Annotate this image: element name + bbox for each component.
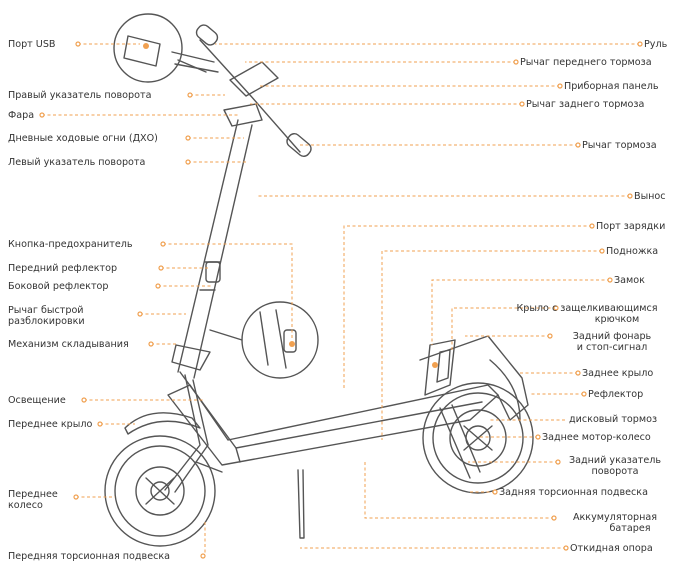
- label-brake-lever: Рычаг тормоза: [582, 140, 657, 151]
- label-disc-brake: дисковый тормоз: [569, 414, 657, 425]
- label-rear-brake-lever: Рычаг заднего тормоза: [526, 99, 644, 110]
- label-front-fender: Переднее крыло: [8, 419, 92, 430]
- label-reflector: Рефлектор: [588, 389, 643, 400]
- label-dashboard: Приборная панель: [564, 81, 659, 92]
- label-left-turn-signal: Левый указатель поворота: [8, 157, 145, 168]
- label-battery-line2: батарея: [556, 523, 674, 534]
- label-folding-mechanism: Механизм складывания: [8, 339, 129, 350]
- label-handlebar: Руль: [644, 39, 667, 50]
- label-fender-hook-line1: Крыло с защелкивающимся: [500, 303, 674, 314]
- label-headlight: Фара: [8, 110, 34, 121]
- label-rear-turn-signal-line1: Задний указатель: [556, 455, 674, 466]
- label-rear-turn-signal-line2: поворота: [556, 466, 674, 477]
- label-front-reflector: Передний рефлектор: [8, 263, 117, 274]
- label-front-wheel: Переднее колесо: [8, 489, 58, 511]
- front-wheel-shape: [105, 436, 215, 546]
- label-fender-hook: Крыло с защелкивающимся крючком: [500, 303, 674, 325]
- label-rear-fender: Заднее крыло: [582, 368, 653, 379]
- label-front-wheel-line1: Переднее: [8, 489, 58, 500]
- leader-lines: [42, 44, 640, 556]
- label-drl: Дневные ходовые огни (ДХО): [8, 133, 158, 144]
- label-footrest: Подножка: [606, 246, 658, 257]
- label-charging-port: Порт зарядки: [596, 221, 665, 232]
- label-usb-port: Порт USB: [8, 39, 56, 50]
- label-battery-line1: Аккумуляторная: [556, 512, 674, 523]
- label-front-brake-lever: Рычаг переднего тормоза: [520, 57, 652, 68]
- label-tail-light-line2: и стоп-сигнал: [550, 342, 674, 353]
- kickstand-shape: [298, 470, 304, 538]
- label-quick-release: Рычаг быстрой разблокировки: [8, 305, 85, 327]
- label-side-reflector: Боковой рефлектор: [8, 281, 109, 292]
- label-rear-motor-wheel: Заднее мотор-колесо: [542, 432, 651, 443]
- label-quick-release-line1: Рычаг быстрой: [8, 305, 85, 316]
- front-fender-shape: [125, 413, 200, 434]
- label-battery: Аккумуляторная батарея: [556, 512, 674, 534]
- label-lock: Замок: [614, 275, 645, 286]
- label-safety-button: Кнопка-предохранитель: [8, 239, 133, 250]
- usb-inset: [114, 14, 206, 82]
- label-rear-torsion: Задняя торсионная подвеска: [499, 487, 648, 498]
- folding-inset: [210, 302, 318, 378]
- label-rear-turn-signal: Задний указатель поворота: [556, 455, 674, 477]
- handlebar-shape: [172, 23, 313, 159]
- label-right-turn-signal: Правый указатель поворота: [8, 90, 151, 101]
- label-tail-light-line1: Задний фонарь: [550, 331, 674, 342]
- label-stem: Вынос: [634, 191, 666, 202]
- label-quick-release-line2: разблокировки: [8, 316, 85, 327]
- label-lighting: Освещение: [8, 395, 66, 406]
- label-fender-hook-line2: крючком: [500, 314, 674, 325]
- label-tail-light: Задний фонарь и стоп-сигнал: [550, 331, 674, 353]
- label-kickstand: Откидная опора: [570, 543, 653, 554]
- label-front-wheel-line2: колесо: [8, 500, 58, 511]
- leader-dots: [40, 42, 642, 558]
- label-front-torsion: Передняя торсионная подвеска: [8, 551, 170, 562]
